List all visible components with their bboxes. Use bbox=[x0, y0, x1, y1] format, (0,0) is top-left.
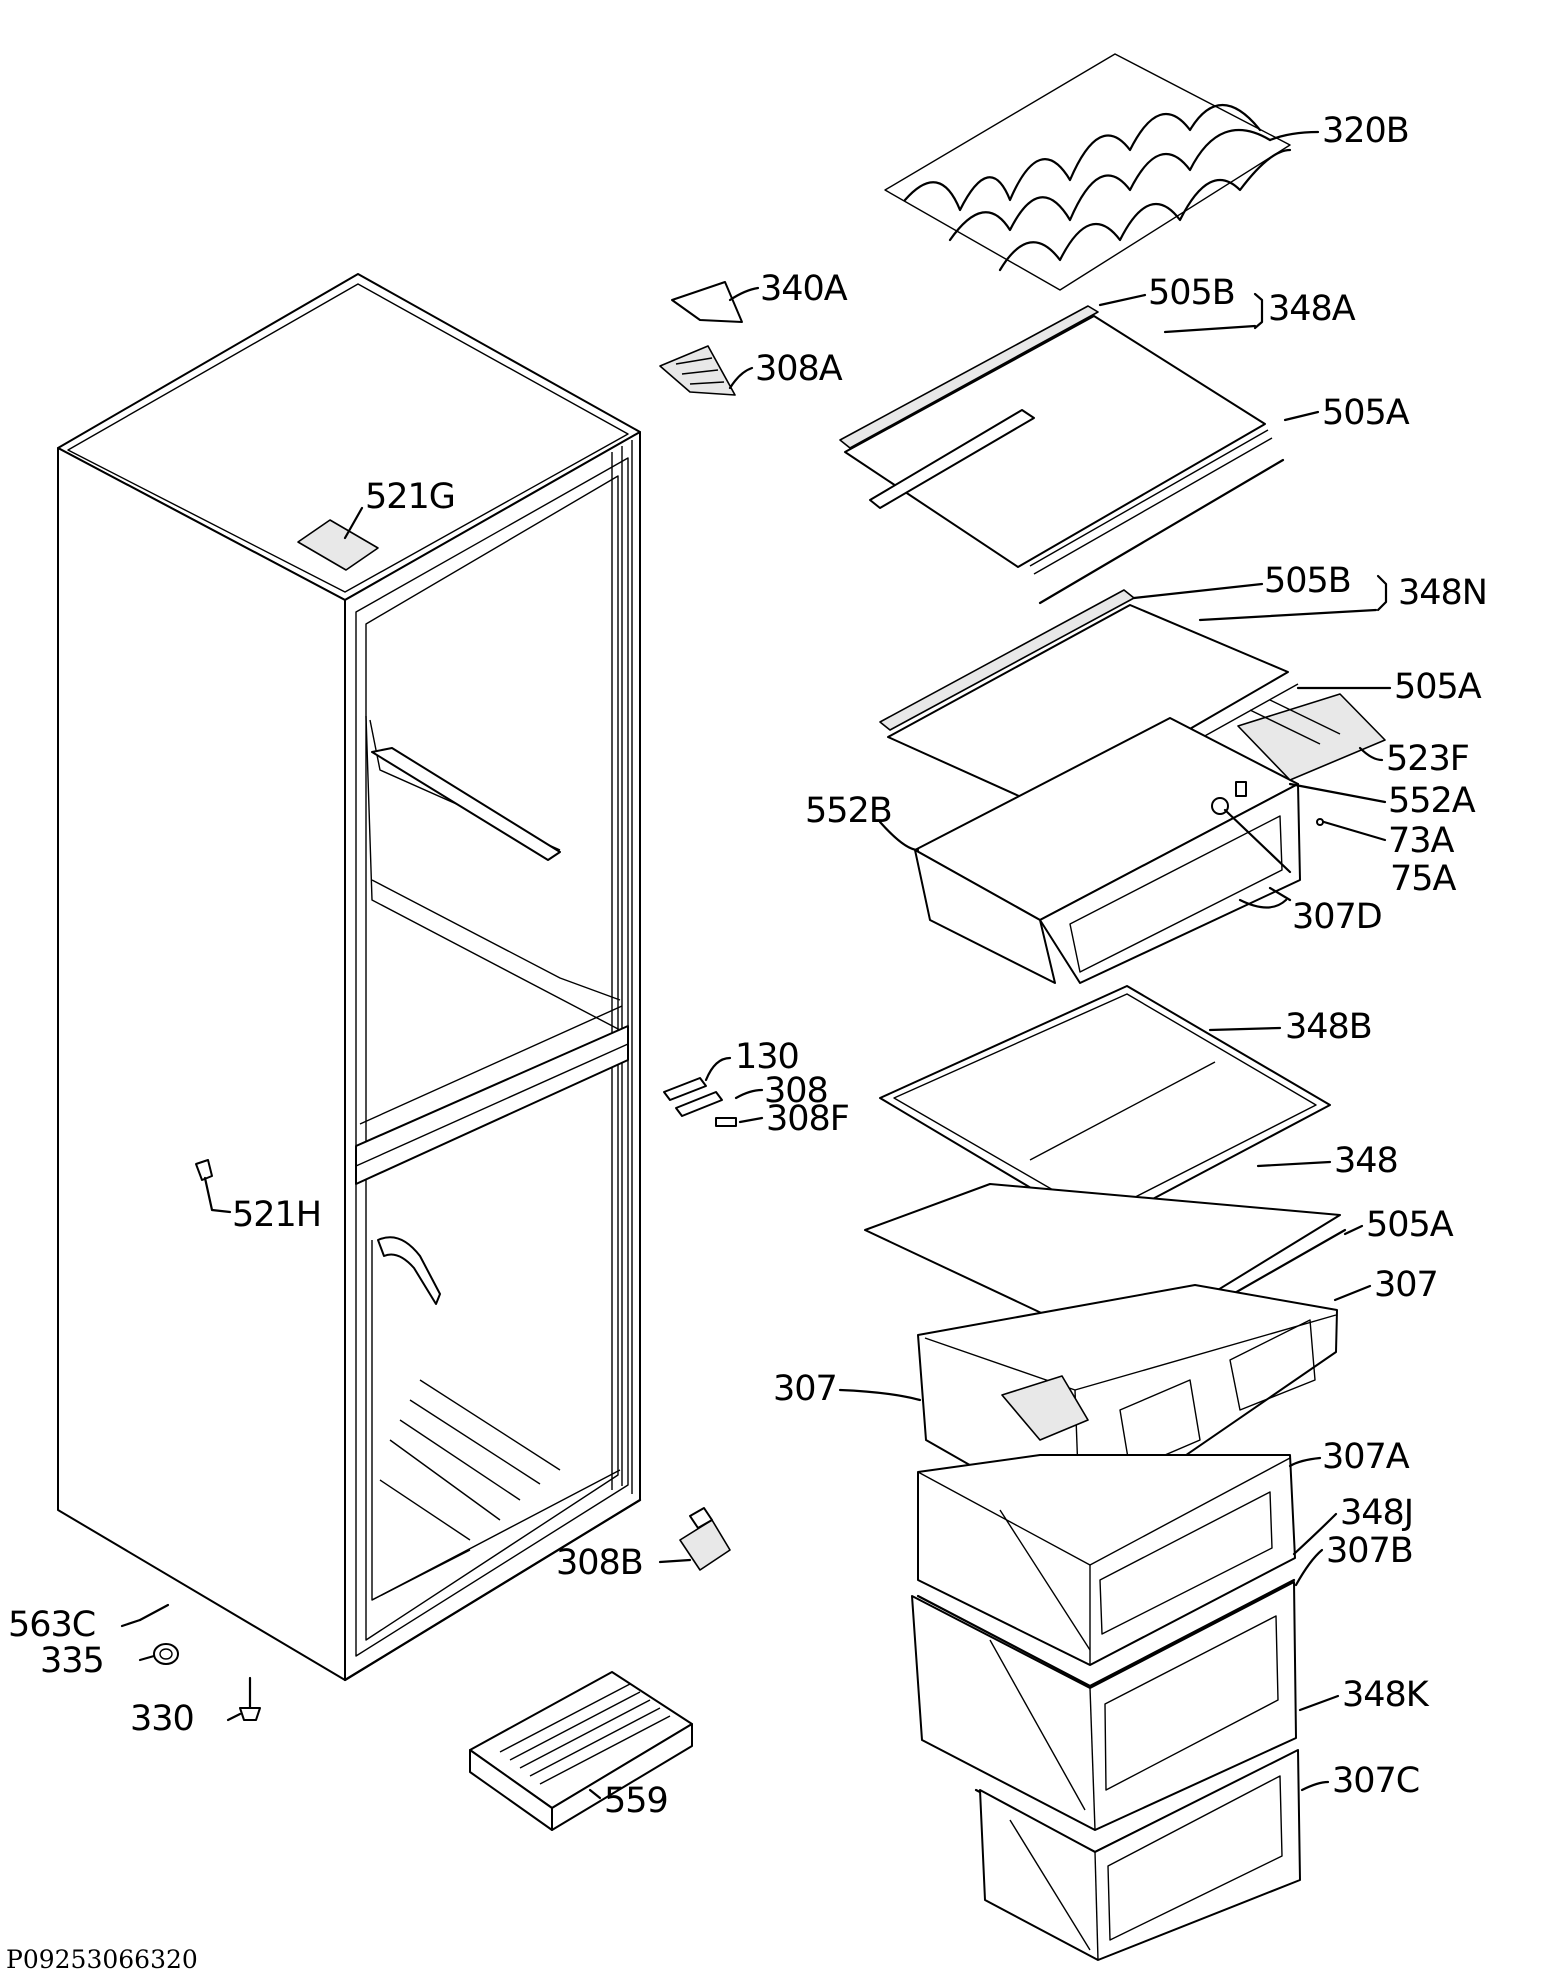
leader-lines bbox=[120, 130, 1392, 1800]
label-505A-mid: 505A bbox=[1394, 667, 1482, 707]
drawer-307D bbox=[914, 693, 1386, 984]
drawer-307C bbox=[979, 1749, 1301, 1961]
label-348A: 348A bbox=[1268, 289, 1356, 329]
hinge-308B bbox=[679, 1507, 731, 1571]
pin-308F bbox=[715, 1117, 737, 1127]
label-505A-low: 505A bbox=[1366, 1205, 1454, 1245]
label-307B: 307B bbox=[1326, 1531, 1413, 1571]
label-348K: 348K bbox=[1342, 1675, 1430, 1715]
glass-shelf-348A bbox=[839, 305, 1273, 575]
label-552B: 552B bbox=[805, 791, 892, 831]
drawer-307B bbox=[911, 1581, 1297, 1831]
document-code: P09253066320 bbox=[6, 1945, 198, 1974]
label-307C: 307C bbox=[1332, 1761, 1419, 1801]
label-505A-top: 505A bbox=[1322, 393, 1410, 433]
label-307A: 307A bbox=[1322, 1437, 1410, 1477]
label-308: 308 bbox=[764, 1071, 828, 1111]
label-348B: 348B bbox=[1285, 1007, 1372, 1047]
screw-330 bbox=[239, 1676, 261, 1721]
label-348: 348 bbox=[1334, 1141, 1398, 1181]
glass-shelf-348B bbox=[879, 985, 1331, 1229]
label-307-right: 307 bbox=[1374, 1265, 1438, 1305]
label-335: 335 bbox=[40, 1641, 104, 1681]
label-307-left: 307 bbox=[773, 1369, 837, 1409]
tray-559 bbox=[469, 1671, 693, 1831]
label-505B-mid: 505B bbox=[1264, 561, 1351, 601]
cabinet bbox=[57, 273, 642, 1682]
part-labels: 320B 340A 308A 505B 348A 505A 521G 505B … bbox=[6, 111, 1488, 1974]
label-563C: 563C bbox=[8, 1605, 95, 1645]
label-308F: 308F bbox=[766, 1099, 849, 1139]
label-521H: 521H bbox=[232, 1195, 321, 1235]
label-307D: 307D bbox=[1292, 897, 1382, 937]
glass-shelf-348 bbox=[864, 1183, 1341, 1351]
hinge-cover-308A bbox=[659, 345, 736, 396]
label-320B: 320B bbox=[1322, 111, 1409, 151]
foot-335 bbox=[153, 1643, 179, 1665]
label-552A: 552A bbox=[1388, 781, 1476, 821]
cap-340A bbox=[671, 281, 743, 323]
pin-563C bbox=[138, 1603, 170, 1622]
label-340A: 340A bbox=[760, 269, 848, 309]
label-330: 330 bbox=[130, 1699, 194, 1739]
label-523F: 523F bbox=[1386, 739, 1469, 779]
label-348J: 348J bbox=[1340, 1493, 1413, 1533]
frame-348J bbox=[916, 1578, 1296, 1688]
label-505B-top: 505B bbox=[1148, 273, 1235, 313]
hinge-130 bbox=[663, 1077, 723, 1117]
label-308A: 308A bbox=[755, 349, 843, 389]
label-75A: 75A bbox=[1390, 859, 1457, 899]
label-130: 130 bbox=[735, 1037, 799, 1077]
label-308B: 308B bbox=[556, 1543, 643, 1583]
label-521G: 521G bbox=[365, 477, 455, 517]
label-73A: 73A bbox=[1388, 821, 1455, 861]
trim-505A-top bbox=[1038, 458, 1285, 605]
label-559: 559 bbox=[604, 1781, 668, 1821]
label-348N: 348N bbox=[1398, 573, 1487, 613]
drawer-307A bbox=[917, 1454, 1296, 1666]
wine-rack bbox=[884, 53, 1292, 291]
